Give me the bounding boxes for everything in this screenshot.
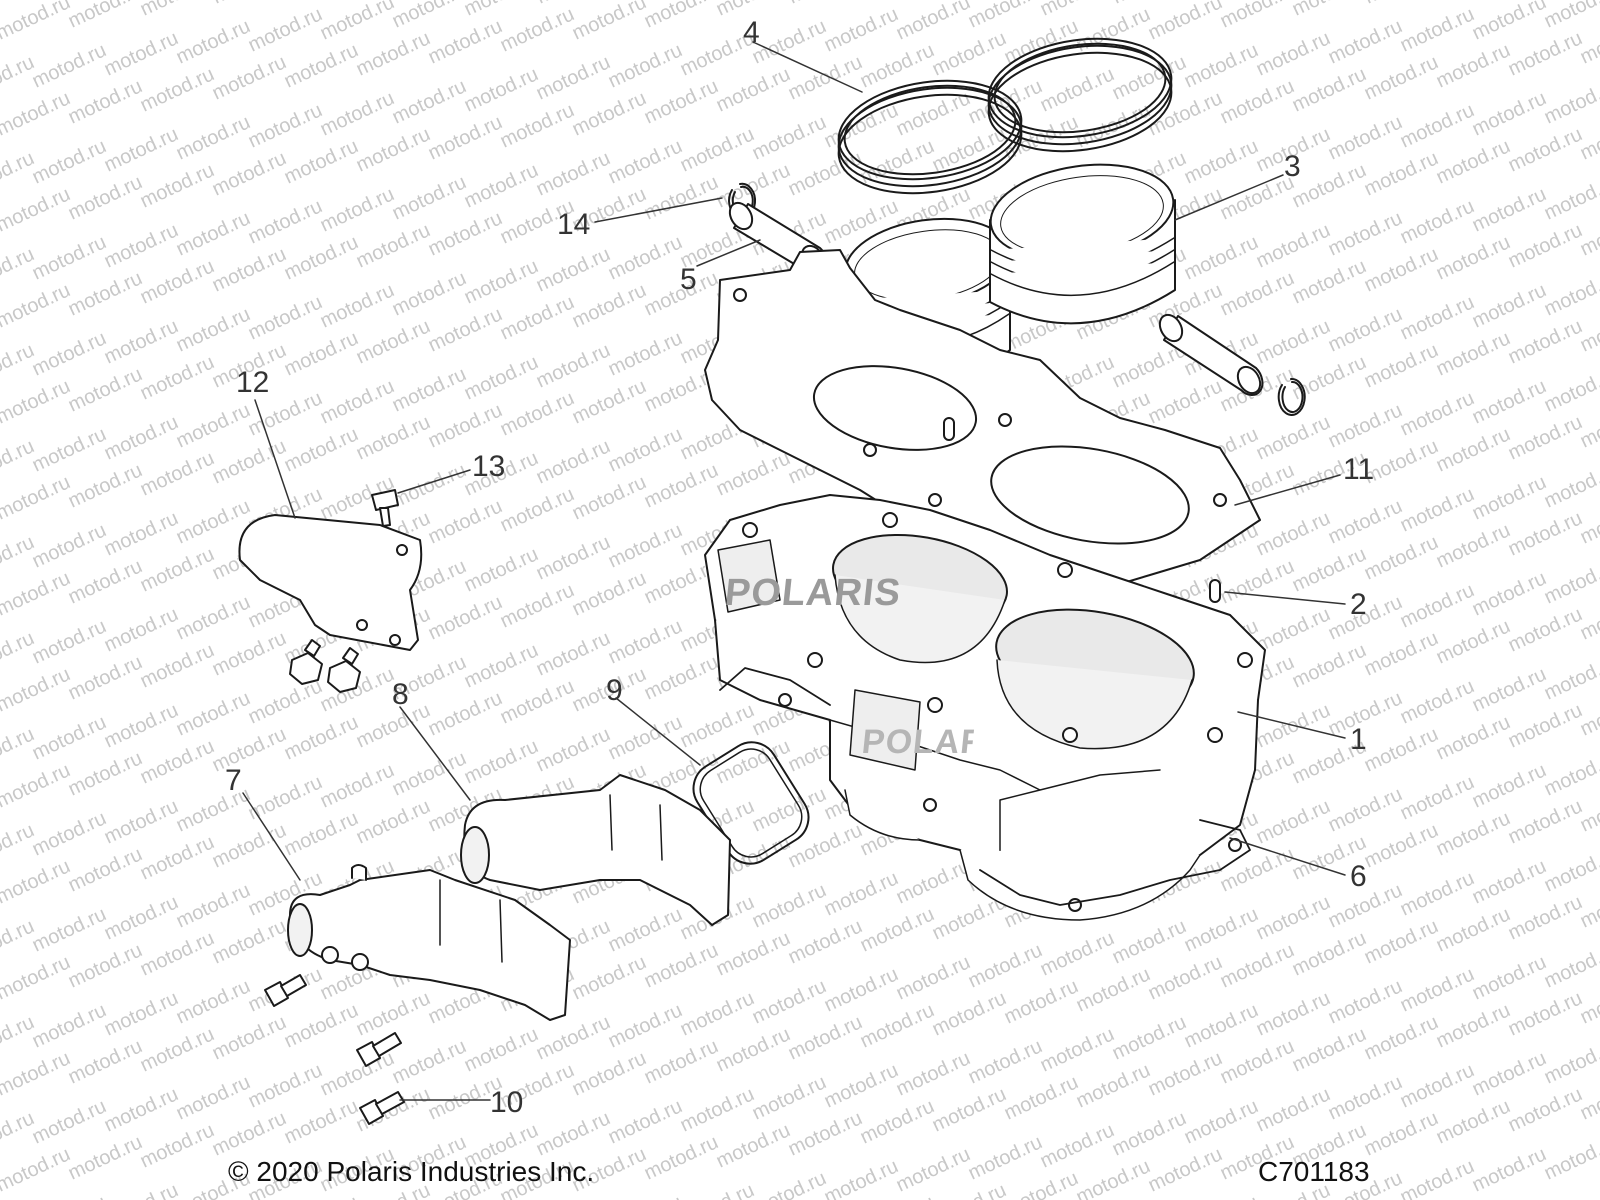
bolt-housing-1 (264, 974, 307, 1007)
base-gasket (719, 667, 1251, 912)
callout-9: 9 (606, 674, 623, 707)
heat-shield (238, 514, 423, 651)
callout-14: 14 (557, 208, 591, 241)
bolt-13 (371, 489, 399, 527)
circlip-right (1277, 377, 1306, 416)
callout-3: 3 (1284, 150, 1301, 183)
coolant-outlet-housing (460, 774, 731, 926)
bolt-housing-2 (356, 1032, 402, 1067)
callout-7: 7 (225, 764, 242, 797)
callout-11: 11 (1343, 453, 1375, 486)
piston-rings-right (987, 37, 1173, 153)
callout-12: 12 (236, 366, 270, 399)
callout-4: 4 (743, 16, 760, 49)
dowel-pin-lower (1209, 579, 1221, 603)
callout-10: 10 (490, 1086, 524, 1119)
bolt-housing-3 (359, 1091, 405, 1125)
callout-13: 13 (472, 450, 506, 483)
piston-rings-left (837, 79, 1023, 195)
callout-5: 5 (680, 263, 697, 296)
cylinder-logo: POLARIS (722, 572, 904, 614)
drawing-code: C701183 (1258, 1156, 1370, 1187)
leader-lines (242, 41, 1346, 1101)
cylinder-block (704, 494, 1266, 921)
callout-2: 2 (1350, 588, 1367, 621)
dowel-pin-upper (943, 417, 955, 441)
flange-bolts-heat-shield (289, 639, 361, 693)
callout-8: 8 (392, 678, 409, 711)
coolant-elbow-housing (287, 864, 571, 1021)
piston-pin-right (1158, 313, 1264, 397)
callout-1: 1 (1350, 723, 1367, 756)
callout-6: 6 (1350, 860, 1367, 893)
piston-right (989, 163, 1176, 325)
copyright-notice: © 2020 Polaris Industries Inc. (228, 1156, 595, 1187)
head-gasket (704, 249, 1261, 597)
